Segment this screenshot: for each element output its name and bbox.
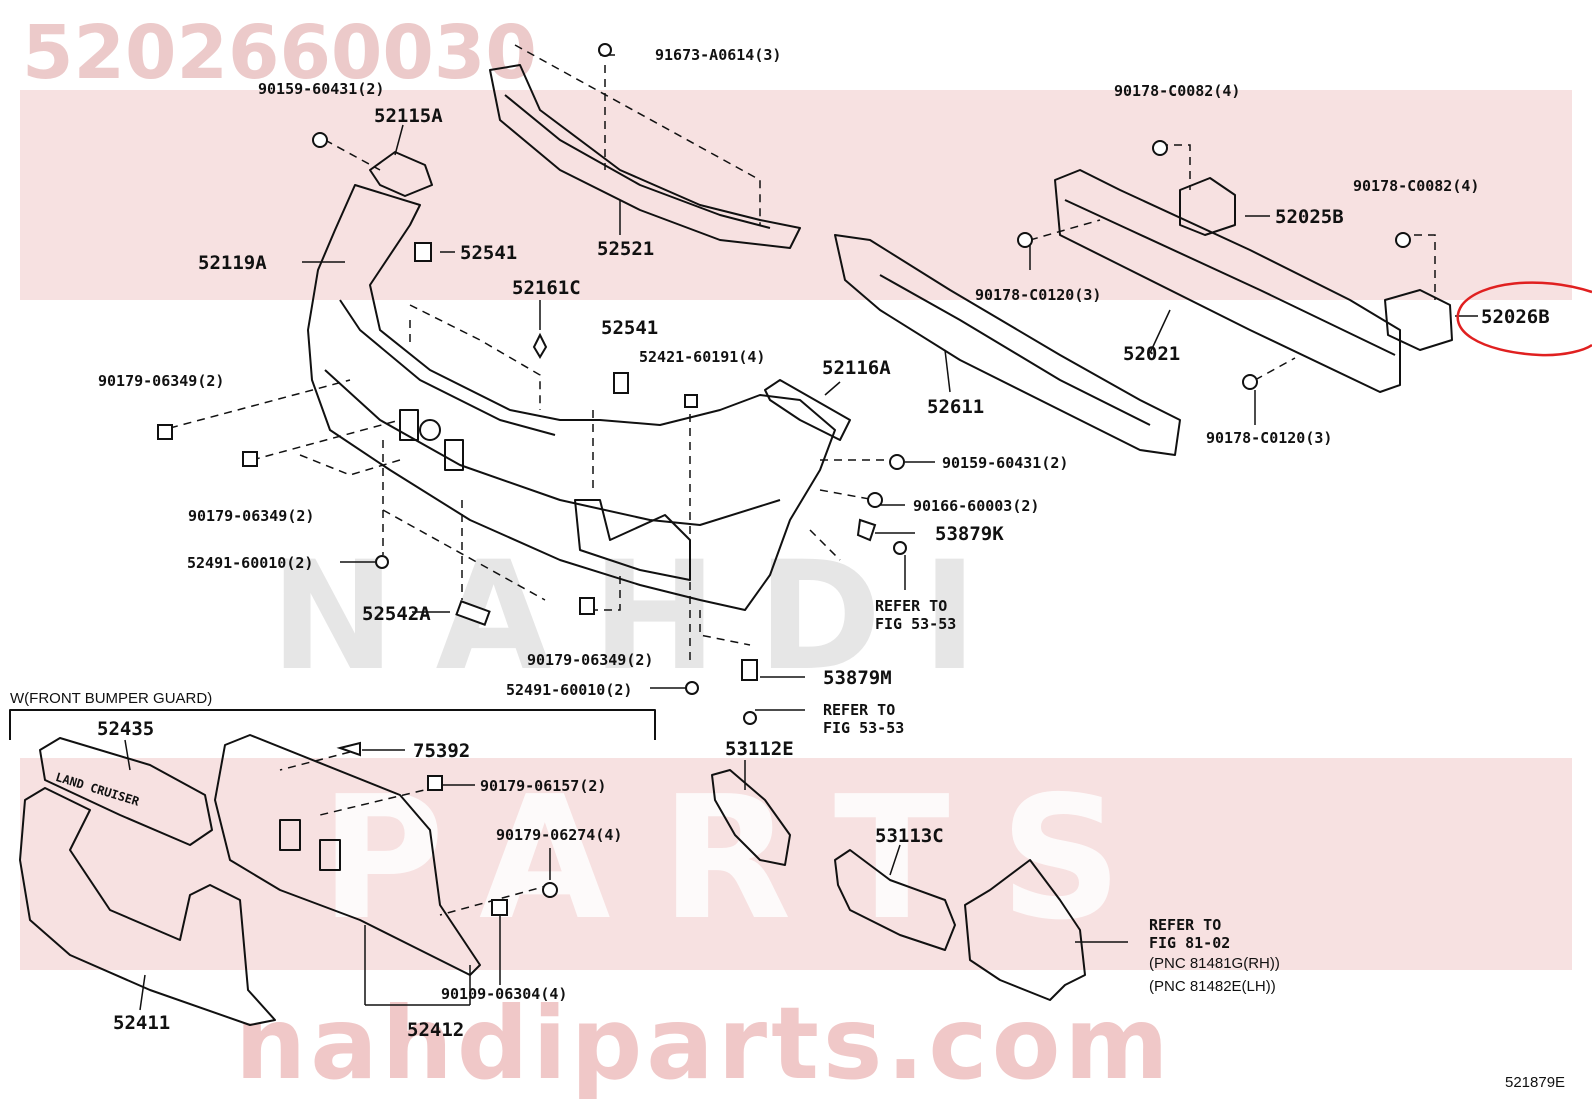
figure-code: 521879E <box>1505 1074 1566 1091</box>
label-52421-60191: 52421-60191(4) <box>639 348 766 366</box>
watermark-part-number: 5202660030 <box>22 10 537 96</box>
highlight-circle <box>1456 281 1592 357</box>
extension-52025B <box>1179 177 1236 236</box>
label-52412: 52412 <box>407 1019 465 1041</box>
bracket-52116A <box>764 379 851 441</box>
label-90179-06157: 90179-06157(2) <box>480 777 607 795</box>
label-90179-06274: 90179-06274(4) <box>496 826 623 844</box>
pnc-lh: (PNC 81482E(LH)) <box>1149 978 1276 995</box>
group-title: W(FRONT BUMPER GUARD) <box>10 690 213 707</box>
label-90178-C0082-b: 90178-C0082(4) <box>1353 177 1480 195</box>
upper-retainer-52521 <box>489 64 801 249</box>
extension-52026B <box>1384 289 1453 351</box>
label-52491-60010-b: 52491-60010(2) <box>506 681 633 699</box>
label-90178-C0082-a: 90178-C0082(4) <box>1114 82 1241 100</box>
reinforcement-52021 <box>1054 169 1401 393</box>
label-52541-middle: 52541 <box>601 317 659 339</box>
refer-1-line1: REFER TO <box>875 597 948 615</box>
fog-housing <box>964 859 1086 1001</box>
label-90178-C0120-b: 90178-C0120(3) <box>1206 429 1333 447</box>
label-52542A: 52542A <box>362 603 431 625</box>
refer-2-line2: FIG 53-53 <box>823 719 905 737</box>
pnc-rh: (PNC 81481G(RH)) <box>1149 955 1280 972</box>
label-52116A: 52116A <box>822 357 891 379</box>
label-53879K: 53879K <box>935 523 1004 545</box>
label-52521: 52521 <box>597 238 655 260</box>
label-52541-upper: 52541 <box>460 242 518 264</box>
label-53879M: 53879M <box>823 667 892 689</box>
label-52435: 52435 <box>97 718 155 740</box>
label-90109-06304: 90109-06304(4) <box>441 985 568 1003</box>
label-52025B: 52025B <box>1275 206 1344 228</box>
label-52411: 52411 <box>113 1012 171 1034</box>
label-53112E: 53112E <box>725 738 794 760</box>
refer-3-line2: FIG 81-02 <box>1149 934 1231 952</box>
label-52491-60010-a: 52491-60010(2) <box>187 554 314 572</box>
label-90179-06349-c: 90179-06349(2) <box>527 651 654 669</box>
label-53113C: 53113C <box>875 825 944 847</box>
label-52026B: 52026B <box>1481 306 1550 328</box>
label-90166-60003: 90166-60003(2) <box>913 497 1040 515</box>
guard-52411 <box>19 787 276 1026</box>
label-90179-06349-a: 90179-06349(2) <box>98 372 225 390</box>
watermark-band-top <box>20 90 1572 300</box>
label-91673-A0614: 91673-A0614(3) <box>655 46 782 64</box>
label-90159-60431-lower: 90159-60431(2) <box>942 454 1069 472</box>
refer-2-line1: REFER TO <box>823 701 896 719</box>
watermark-band-bottom <box>20 758 1572 970</box>
guard-cover-52435 <box>39 737 213 846</box>
absorber-52611 <box>834 234 1181 456</box>
label-52161C: 52161C <box>512 277 581 299</box>
label-90178-C0120-a: 90178-C0120(3) <box>975 286 1102 304</box>
label-90159-60431-upper: 90159-60431(2) <box>258 80 385 98</box>
label-75392: 75392 <box>413 740 471 762</box>
bracket-52115A <box>369 151 433 197</box>
refer-1-line2: FIG 53-53 <box>875 615 957 633</box>
label-52115A: 52115A <box>374 105 443 127</box>
label-52119A: 52119A <box>198 252 267 274</box>
refer-3-line1: REFER TO <box>1149 916 1222 934</box>
guard-52412 <box>214 734 481 976</box>
grille-53113C <box>834 849 956 951</box>
grille-53112E <box>711 769 791 866</box>
bumper-cover-52119A <box>307 184 836 611</box>
label-90179-06349-b: 90179-06349(2) <box>188 507 315 525</box>
label-52021: 52021 <box>1123 343 1181 365</box>
label-52611: 52611 <box>927 396 985 418</box>
